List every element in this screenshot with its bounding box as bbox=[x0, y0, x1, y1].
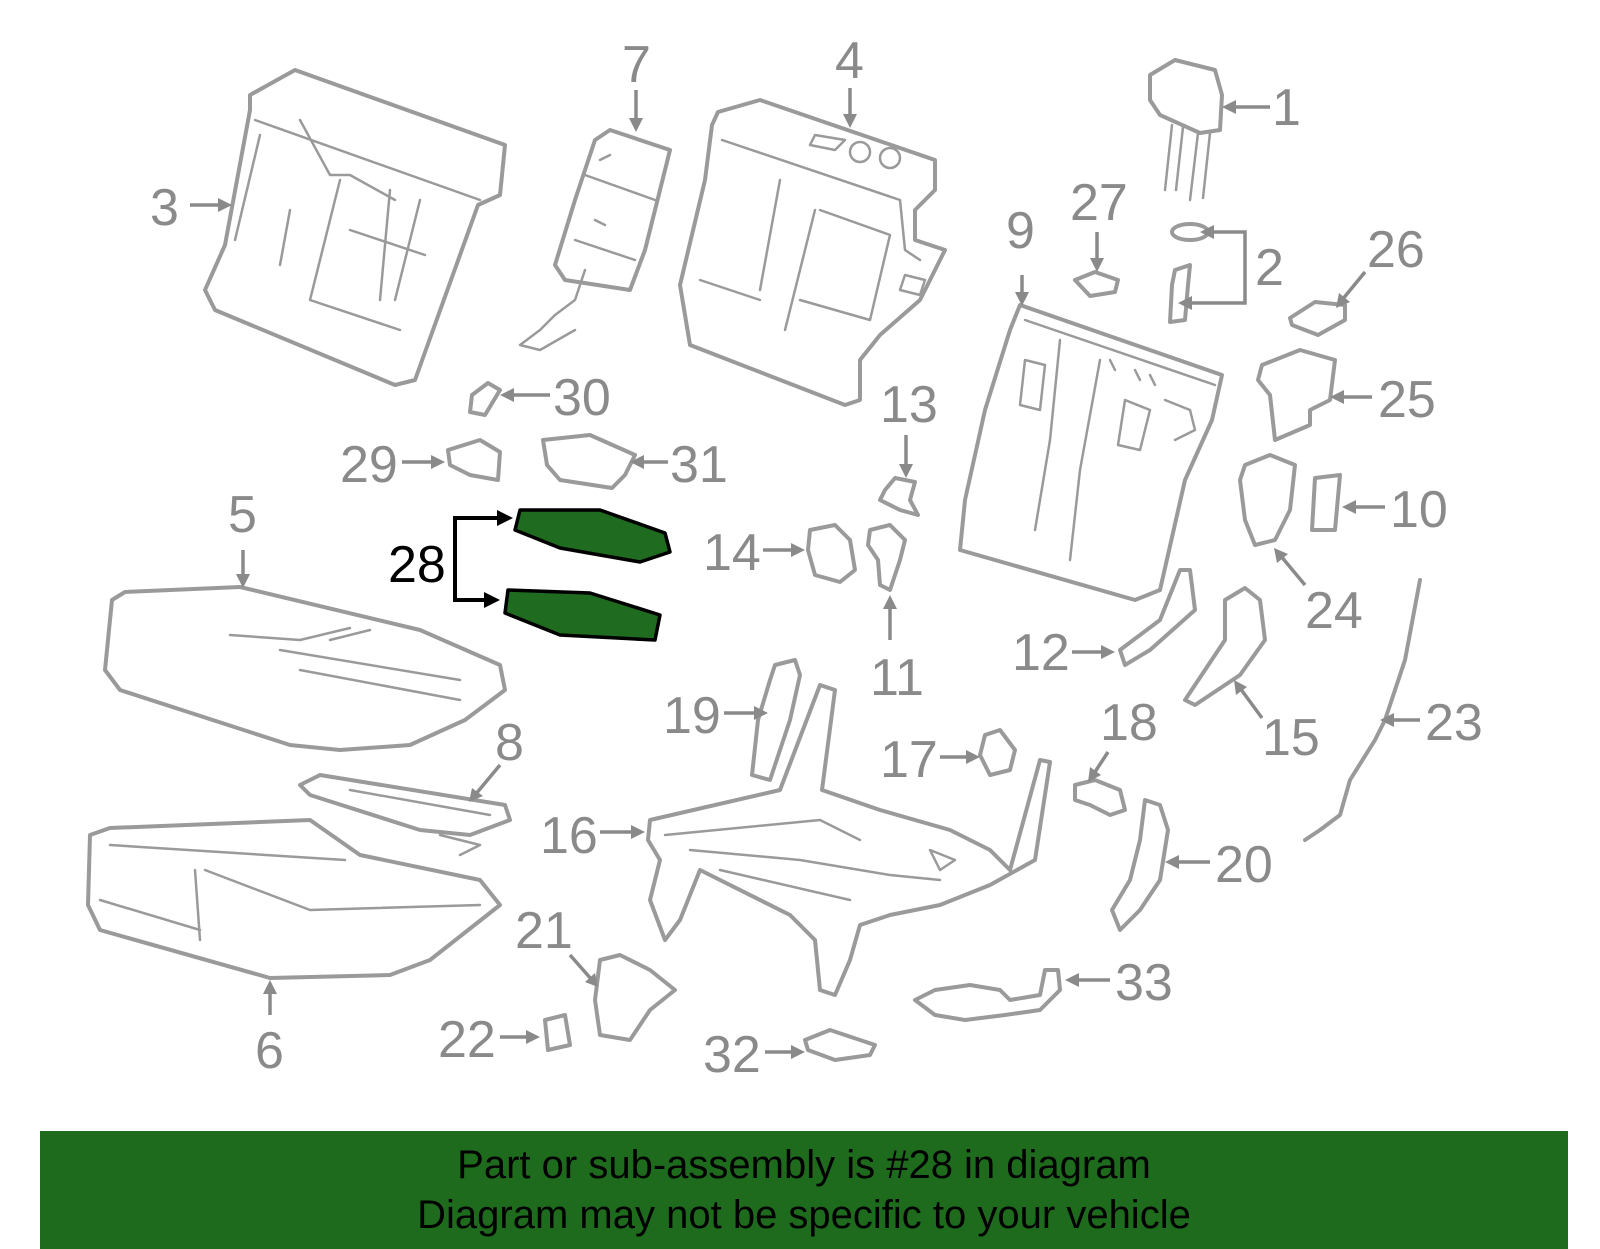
callout-16: 16 bbox=[540, 807, 598, 865]
callout-8: 8 bbox=[495, 714, 524, 772]
part-24-latch[interactable] bbox=[1238, 453, 1297, 547]
part-16-seat-frame[interactable] bbox=[646, 683, 1052, 997]
callout-10: 10 bbox=[1390, 481, 1448, 539]
callout-14: 14 bbox=[703, 524, 761, 582]
part-10-bezel[interactable] bbox=[1310, 473, 1342, 532]
part-29-bracket[interactable] bbox=[446, 438, 502, 482]
callout-25: 25 bbox=[1378, 371, 1436, 429]
part-18-bolt[interactable] bbox=[1073, 778, 1127, 817]
part-21-bracket[interactable] bbox=[593, 953, 677, 1042]
part-15-trim[interactable] bbox=[1183, 586, 1267, 707]
part-13-clip[interactable] bbox=[878, 476, 920, 517]
part-5-cushion-cover[interactable] bbox=[103, 585, 507, 752]
part-1-headrest[interactable] bbox=[1148, 58, 1224, 202]
callout-19: 19 bbox=[663, 687, 721, 745]
part-11-bracket[interactable] bbox=[866, 523, 907, 592]
callout-31: 31 bbox=[670, 436, 728, 494]
part-12-trim[interactable] bbox=[1118, 568, 1197, 667]
callout-3: 3 bbox=[150, 179, 179, 237]
callout-labels: 1 2 3 4 5 6 7 8 9 10 11 12 13 14 15 16 1… bbox=[150, 32, 1483, 1084]
callout-17: 17 bbox=[880, 731, 938, 789]
callout-4: 4 bbox=[835, 32, 864, 90]
callout-11: 11 bbox=[870, 649, 924, 707]
part-6-cushion-pad[interactable] bbox=[86, 818, 502, 980]
part-22-clip[interactable] bbox=[543, 1013, 572, 1052]
callout-2: 2 bbox=[1255, 239, 1284, 297]
callout-20: 20 bbox=[1215, 836, 1273, 894]
callout-28: 28 bbox=[388, 536, 446, 594]
part-14-bracket[interactable] bbox=[806, 523, 857, 584]
callout-9: 9 bbox=[1006, 202, 1035, 260]
part-33-harness[interactable] bbox=[913, 968, 1062, 1022]
callout-7: 7 bbox=[622, 36, 651, 94]
banner-disclaimer: Diagram may not be specific to your vehi… bbox=[417, 1193, 1191, 1237]
callout-5: 5 bbox=[228, 486, 257, 544]
part-3-seat-back-cover[interactable] bbox=[203, 68, 507, 387]
callout-24: 24 bbox=[1305, 582, 1363, 640]
callout-6: 6 bbox=[255, 1022, 284, 1080]
part-17-fastener[interactable] bbox=[978, 728, 1017, 777]
banner-part-note: Part or sub-assembly is #28 in diagram bbox=[457, 1143, 1151, 1187]
callout-32: 32 bbox=[703, 1026, 761, 1084]
callout-29: 29 bbox=[340, 436, 398, 494]
part-9-seat-back-panel[interactable] bbox=[958, 303, 1224, 602]
part-25-cover[interactable] bbox=[1256, 348, 1337, 442]
callout-15: 15 bbox=[1262, 709, 1320, 767]
part-27-clip[interactable] bbox=[1073, 270, 1120, 298]
part-28-leader bbox=[453, 510, 513, 608]
callout-27: 27 bbox=[1070, 174, 1128, 232]
callout-18: 18 bbox=[1100, 694, 1158, 752]
part-7-heater-pad[interactable] bbox=[518, 128, 672, 352]
callout-26: 26 bbox=[1367, 221, 1425, 279]
info-banner: Part or sub-assembly is #28 in diagram D… bbox=[40, 1131, 1568, 1249]
part-32-pad[interactable] bbox=[803, 1028, 877, 1062]
part-20-trim[interactable] bbox=[1110, 798, 1170, 932]
part-30-clip[interactable] bbox=[468, 381, 502, 417]
callout-23: 23 bbox=[1425, 694, 1483, 752]
part-4-seat-back-frame[interactable] bbox=[678, 98, 947, 407]
leader-lines bbox=[190, 88, 1420, 1059]
callout-12: 12 bbox=[1012, 624, 1070, 682]
callout-33: 33 bbox=[1115, 954, 1173, 1012]
callout-30: 30 bbox=[553, 369, 611, 427]
part-8-heater-pad[interactable] bbox=[298, 773, 512, 857]
part-26-escutcheon[interactable] bbox=[1288, 300, 1347, 337]
part-23-cable[interactable] bbox=[1303, 578, 1422, 842]
callout-21: 21 bbox=[515, 902, 573, 960]
part-28-armrest-pads[interactable] bbox=[503, 508, 672, 642]
callout-22: 22 bbox=[438, 1011, 496, 1069]
part-19-trim[interactable] bbox=[750, 658, 802, 782]
callout-13: 13 bbox=[880, 376, 938, 434]
part-31-cup-holder[interactable] bbox=[541, 433, 637, 490]
callout-1: 1 bbox=[1272, 79, 1301, 137]
